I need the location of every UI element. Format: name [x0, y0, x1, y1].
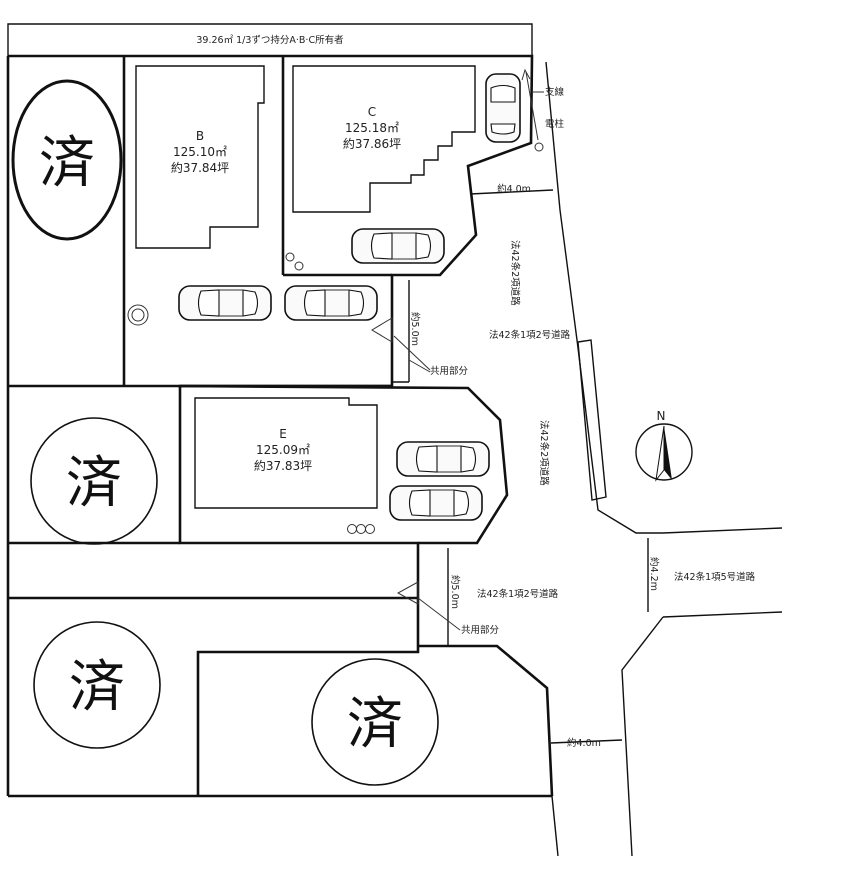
- utility-pole: 支線 電柱: [521, 68, 565, 152]
- passage-width-upper: 約5.0m: [409, 312, 421, 346]
- road-42-2-mid: 法42条2項道路: [538, 420, 550, 486]
- sold-mark-a: 済: [11, 79, 123, 241]
- car-icon: [396, 441, 490, 477]
- shrub-icon: [356, 524, 366, 534]
- car-icon: [485, 73, 521, 143]
- house-b: [135, 65, 265, 249]
- shrub-icon: [365, 524, 375, 534]
- road-42-1-2-upper: 法42条1項2号道路: [489, 329, 571, 341]
- lot-c-area: 125.18㎡: [345, 121, 399, 135]
- road-42-1-2-lower: 法42条1項2号道路: [477, 588, 559, 600]
- shared-triangle: [371, 317, 393, 343]
- passage-upper: [371, 280, 431, 383]
- tree-icon: [127, 304, 149, 326]
- shrub-icon: [347, 524, 357, 534]
- shrub-icon: [294, 261, 304, 271]
- sold-mark-f-text: 済: [69, 655, 125, 720]
- passage-width-lower: 約5.0m: [449, 575, 461, 609]
- guy-wire-label: 支線: [545, 86, 565, 98]
- compass-north: N: [657, 409, 666, 423]
- car-icon: [284, 285, 378, 321]
- lot-e-name: E: [279, 427, 287, 441]
- car-icon: [389, 485, 483, 521]
- shared-triangle: [396, 581, 419, 605]
- lot-c-tsubo: 約37.86坪: [343, 136, 401, 151]
- sold-mark-g: 済: [311, 658, 439, 786]
- lot-b-name: B: [196, 129, 204, 143]
- sold-mark-d-text: 済: [66, 451, 122, 516]
- lot-b: B 125.10㎡ 約37.84坪: [127, 56, 392, 326]
- sold-mark-g-text: 済: [347, 692, 403, 757]
- car-icon: [178, 285, 272, 321]
- shrub-icon: [285, 252, 295, 262]
- shared-strip: 39.26㎡ 1/3ずつ持分A·B·C所有者: [7, 23, 533, 56]
- shared-part-lower: 共用部分: [461, 624, 500, 636]
- pole-icon: [534, 142, 544, 152]
- road-width-top: 約4.0m: [497, 183, 531, 195]
- lot-b-area: 125.10㎡: [173, 145, 227, 159]
- house-c: [292, 65, 476, 213]
- shared-strip-label: 39.26㎡ 1/3ずつ持分A·B·C所有者: [196, 34, 343, 46]
- lower-lots: [8, 541, 554, 797]
- house-e: [194, 397, 378, 509]
- public-road: [469, 61, 783, 857]
- passage-lower: [396, 548, 461, 646]
- dim-top: [469, 189, 554, 195]
- tree-icon-inner: [131, 308, 145, 322]
- compass-icon: N: [635, 409, 693, 482]
- lot-b-tsubo: 約37.84坪: [171, 160, 229, 175]
- sold-mark-d: 済: [30, 417, 158, 545]
- side-gutter: [577, 339, 607, 501]
- road-width-bottom: 約4.0m: [567, 737, 601, 749]
- sold-mark-a-text: 済: [39, 131, 95, 196]
- lot-c: C 125.18㎡ 約37.86坪: [285, 65, 476, 271]
- sold-mark-f: 済: [33, 621, 161, 749]
- road-width-side: 約4.2m: [648, 557, 660, 591]
- road-42-1-5: 法42条1項5号道路: [674, 571, 756, 583]
- shared-part-upper: 共用部分: [430, 365, 469, 377]
- lot-c-name: C: [368, 105, 376, 119]
- lot-e-tsubo: 約37.83坪: [254, 458, 312, 473]
- car-icon: [351, 228, 445, 264]
- dim-bottom: [550, 739, 623, 744]
- pole-label: 電柱: [545, 118, 565, 130]
- road-42-2-top: 法42条2項道路: [509, 240, 521, 306]
- lot-e-area: 125.09㎡: [256, 443, 310, 457]
